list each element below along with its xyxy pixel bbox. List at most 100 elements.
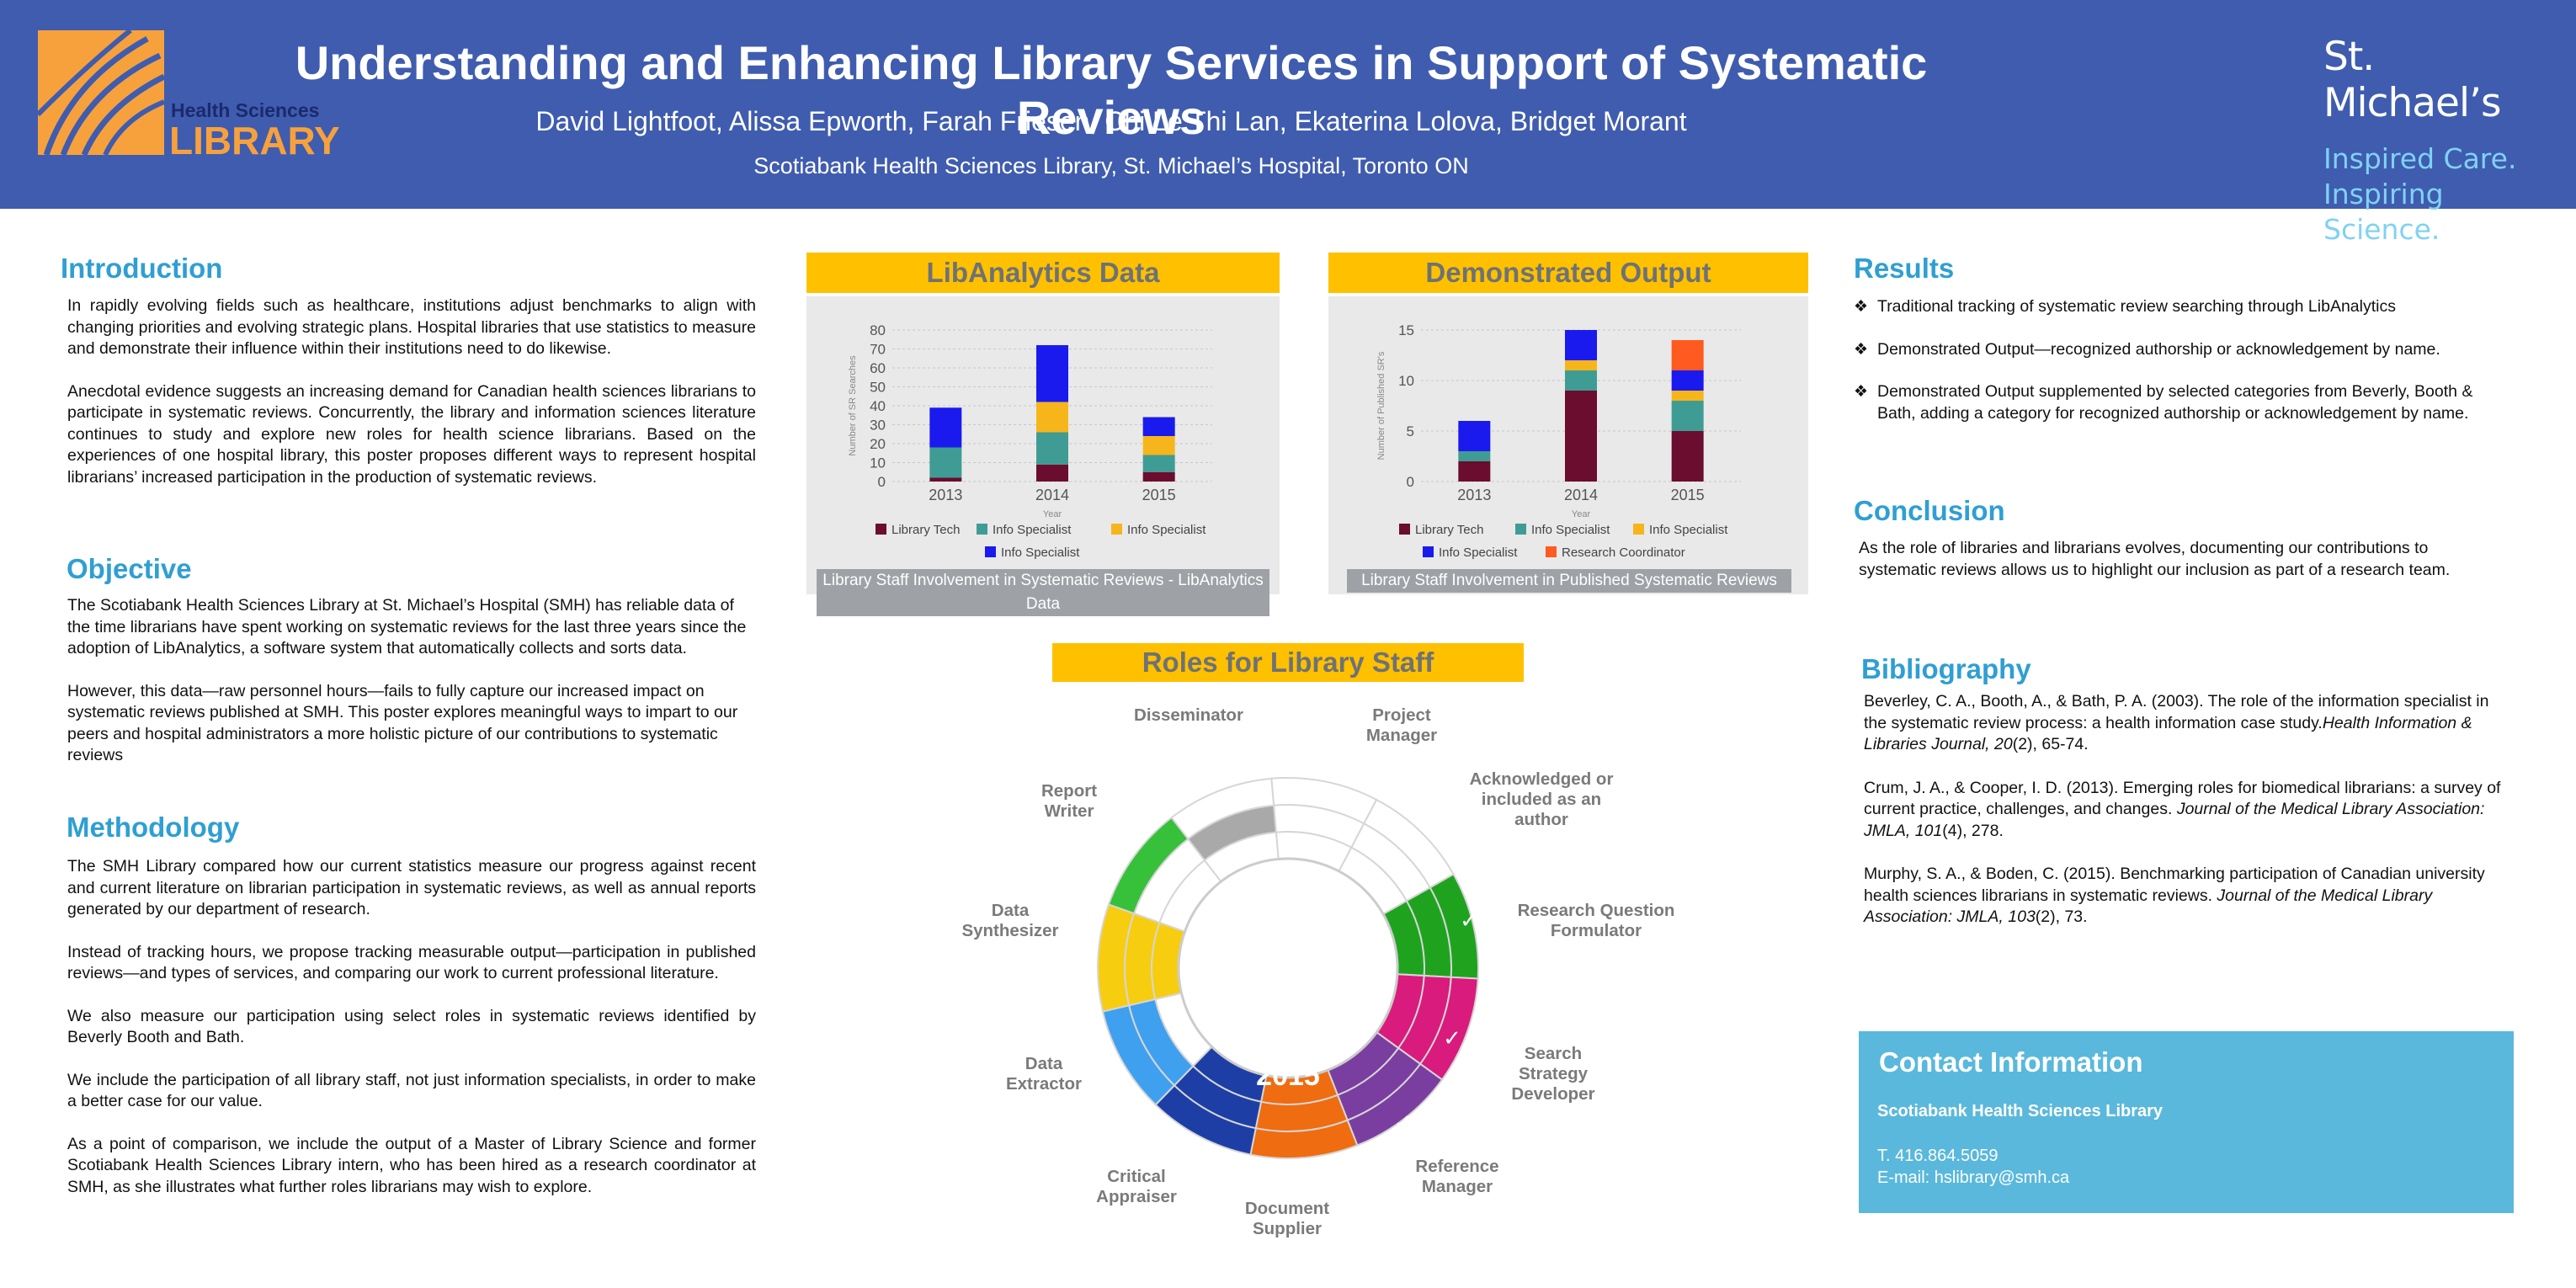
bibliography-heading: Bibliography — [1861, 653, 2031, 684]
methodology-heading: Methodology — [67, 812, 240, 843]
bar-segment — [1565, 391, 1597, 482]
methodology-paragraph: We include the participation of all libr… — [67, 1070, 756, 1111]
objective-paragraph: However, this data—raw personnel hours—f… — [67, 681, 738, 765]
header-banner — [0, 0, 2576, 209]
output-chart-caption: Library Staff Involvement in Published S… — [1347, 569, 1791, 593]
results-heading: Results — [1854, 253, 1955, 284]
bar-segment — [1671, 370, 1704, 391]
role-label-report-writer: Report Writer — [1041, 781, 1098, 821]
legend-swatch — [977, 524, 987, 535]
bibliography-entry: Crum, J. A., & Cooper, I. D. (2013). Eme… — [1864, 778, 2501, 840]
legend-label: Info Specialist — [1001, 546, 1080, 560]
x-axis-label: Year — [1043, 509, 1062, 519]
bar-segment — [1142, 417, 1175, 436]
role-label-project-manager: Project Manager — [1365, 705, 1438, 745]
bar-segment — [1036, 402, 1068, 433]
methodology-paragraph: Instead of tracking hours, we propose tr… — [67, 942, 756, 983]
role-label-research-question: Research Question Formulator — [1517, 901, 1675, 940]
role-label-search-strategy: Search Strategy Developer — [1511, 1044, 1595, 1104]
poster-authors: David Lightfoot, Alissa Epworth, Farah F… — [535, 106, 1687, 136]
donut-center — [1177, 857, 1399, 1079]
bar-segment — [1671, 391, 1704, 401]
y-tick-label: 0 — [878, 474, 886, 490]
y-tick-label: 5 — [1407, 423, 1414, 439]
introduction-paragraph: In rapidly evolving fields such as healt… — [67, 296, 756, 358]
libanalytics-chart-title: LibAnalytics Data — [806, 253, 1280, 293]
y-tick-label: 50 — [870, 380, 886, 396]
bar-segment — [1458, 421, 1491, 451]
role-label-data-synthesizer: Data Synthesizer — [961, 901, 1059, 940]
libanalytics-chart-caption: Library Staff Involvement in Systematic … — [817, 569, 1269, 616]
legend-swatch — [1515, 524, 1526, 535]
methodology-paragraph: We also measure our participation using … — [67, 1006, 756, 1047]
y-tick-label: 20 — [870, 436, 886, 452]
conclusion-body: As the role of libraries and librarians … — [1859, 539, 2451, 579]
diamond-bullet-icon: ❖ — [1854, 298, 1869, 316]
contact-email[interactable]: E-mail: hslibrary@smh.ca — [1877, 1168, 2070, 1187]
bibliography-entry: Beverley, C. A., Booth, A., & Bath, P. A… — [1864, 692, 2489, 753]
bar-segment — [1036, 464, 1068, 482]
year-ring-label: 2015 — [1256, 1060, 1320, 1092]
legend-swatch — [876, 524, 886, 535]
role-ring-segment — [1170, 777, 1275, 840]
bar-segment — [1671, 431, 1704, 482]
st-michaels-tagline-1: Inspired Care. — [2323, 142, 2517, 175]
bibliography-entry: Murphy, S. A., & Boden, C. (2015). Bench… — [1864, 865, 2485, 926]
health-sciences-library-logo: Health Sciences LIBRARY — [35, 28, 341, 162]
poster-title: Understanding and Enhancing Library Serv… — [295, 36, 1928, 144]
diamond-bullet-icon: ❖ — [1854, 383, 1869, 401]
introduction-paragraph: Anecdotal evidence suggests an increasin… — [67, 381, 756, 487]
x-tick-label: 2013 — [929, 487, 962, 503]
introduction-body: In rapidly evolving fields such as healt… — [67, 295, 756, 509]
bar-segment — [1565, 370, 1597, 391]
bar-segment — [1142, 471, 1175, 482]
bar-segment — [1036, 345, 1068, 402]
legend-swatch — [985, 546, 996, 557]
y-tick-label: 40 — [870, 398, 886, 414]
bar-segment — [929, 477, 962, 482]
x-axis-label: Year — [1572, 509, 1591, 519]
bar-segment — [1671, 401, 1704, 431]
legend-swatch — [1399, 524, 1410, 535]
legend-label: Info Specialist — [1649, 523, 1728, 537]
bar-segment — [1565, 330, 1597, 360]
bibliography-list: Beverley, C. A., Booth, A., & Bath, P. A… — [1864, 691, 2505, 950]
legend-swatch — [1546, 546, 1557, 557]
contact-box: Contact Information Scotiabank Health Sc… — [1859, 1031, 2514, 1213]
x-tick-label: 2015 — [1142, 487, 1176, 503]
legend-swatch — [1633, 524, 1644, 535]
legend-swatch — [1423, 546, 1434, 557]
y-axis-label: Number of SR Searches — [848, 355, 858, 456]
bar-segment — [1458, 451, 1491, 461]
y-tick-label: 10 — [870, 455, 886, 471]
logo-line-2: LIBRARY — [169, 119, 340, 162]
legend-label: Info Specialist — [1531, 523, 1610, 537]
bar-segment — [929, 407, 962, 448]
roles-title: Roles for Library Staff — [1052, 643, 1524, 682]
year-ring-label: 2014 — [1259, 1028, 1318, 1057]
x-tick-label: 2014 — [1035, 487, 1069, 503]
role-label-document-supplier: Document Supplier — [1244, 1199, 1330, 1238]
library-logo-graphic — [35, 28, 166, 157]
objective-heading: Objective — [67, 553, 192, 584]
role-label-reference-manager: Reference Manager — [1415, 1157, 1499, 1196]
y-tick-label: 60 — [870, 360, 886, 376]
contact-heading: Contact Information — [1879, 1046, 2143, 1078]
y-axis-label: Number of Published SR's — [1376, 351, 1386, 460]
year-ring-label: 2013 — [1262, 999, 1314, 1025]
logo-line-1: Health Sciences — [171, 99, 320, 121]
poster-affiliation: Scotiabank Health Sciences Library, St. … — [753, 153, 1469, 178]
legend-label: Info Specialist — [1439, 546, 1518, 560]
role-label-disseminator: Disseminator — [1134, 705, 1243, 725]
legend-label: Library Tech — [891, 523, 960, 537]
x-tick-label: 2014 — [1564, 487, 1598, 503]
st-michaels-logo: St. Michael’s Inspired Care. Inspiring S… — [2323, 34, 2559, 247]
legend-label: Library Tech — [1415, 523, 1483, 537]
bar-segment — [1142, 455, 1175, 472]
y-tick-label: 10 — [1398, 373, 1414, 389]
